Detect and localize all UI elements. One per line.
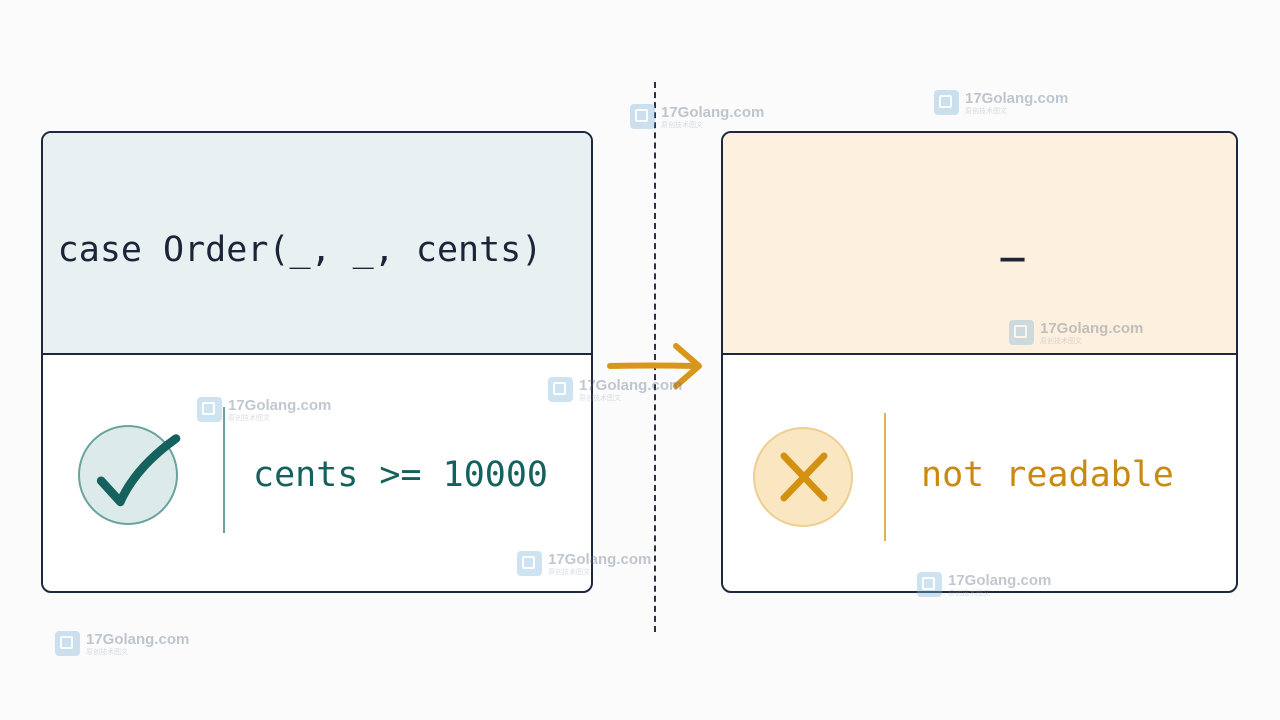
pattern-header-left: case Order(_, _, cents) <box>43 133 591 355</box>
arrow-right-icon <box>607 343 702 389</box>
verdict-section-right: not readable <box>723 355 1236 591</box>
pattern-header-right: _ <box>723 133 1236 355</box>
verdict-divider-left <box>223 407 225 533</box>
verdict-text-right: not readable <box>921 455 1174 495</box>
17golang-logo-icon <box>934 90 959 115</box>
cross-icon <box>753 427 853 527</box>
17golang-logo-icon <box>55 631 80 656</box>
pattern-card-left: case Order(_, _, cents) cents >= 10000 <box>41 131 593 593</box>
verdict-section-left: cents >= 10000 <box>43 355 591 591</box>
pattern-card-right: _ not readable <box>721 131 1238 593</box>
verdict-divider-right <box>884 413 886 541</box>
pattern-code-right: _ <box>1000 216 1025 262</box>
17golang-logo-icon <box>630 104 655 129</box>
pattern-code-left: case Order(_, _, cents) <box>57 230 543 270</box>
verdict-text-left: cents >= 10000 <box>253 455 549 495</box>
check-icon <box>78 425 181 525</box>
dashed-divider <box>654 82 656 632</box>
